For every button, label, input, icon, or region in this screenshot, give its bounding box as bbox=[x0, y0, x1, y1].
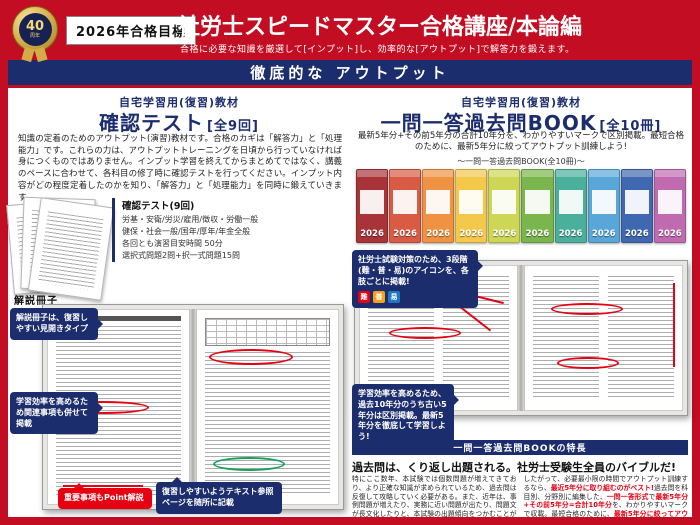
highlight-ellipse-green bbox=[213, 457, 285, 471]
features-highlight: 最新5年分に絞ってアウトプット訓練しよう! bbox=[613, 510, 688, 517]
right-intro-text: 最新5年分+その前5年分の合計10年分を、わかりやすいマークで区別掲載。最短合格… bbox=[357, 131, 685, 153]
right-category: 自宅学習用(復習)教材 bbox=[460, 96, 582, 109]
features-highlight: 一問一答形式 bbox=[606, 492, 649, 501]
book-cover: 2026 bbox=[554, 169, 587, 243]
ribbon-left bbox=[21, 46, 35, 63]
features-highlight: 最近5年分に取り組むのがベスト! bbox=[550, 483, 654, 492]
features-body: 特にここ数年、本試験では個数問題が増えてきており、より正確な知識が求められている… bbox=[352, 475, 688, 517]
book-year: 2026 bbox=[558, 229, 583, 239]
features-text: したがって、必要最小限の時間でアウトプット訓練するなら、 bbox=[523, 475, 689, 492]
medal-icon: 40 周年 bbox=[12, 6, 58, 52]
callout-spread-type: 解説冊子は、復習しやすい見開きタイプ bbox=[10, 308, 103, 340]
highlight-underline bbox=[63, 485, 143, 487]
book-cover: 2026 bbox=[389, 169, 422, 243]
content-area: 自宅学習用(復習)教材 確認テスト[全9回] 知識の定着のためのアウトプット(演… bbox=[6, 88, 692, 517]
difficulty-chip-row: 難 普 易 bbox=[358, 291, 472, 304]
callout-text-reference: 復習しやすいようテキスト参照ページを随所に記載 bbox=[156, 477, 282, 514]
callout-related-items: 学習効率を高めるため関連事項も併せて掲載 bbox=[10, 392, 103, 435]
book-year: 2026 bbox=[426, 229, 451, 239]
text-lines bbox=[608, 276, 674, 400]
book-spine bbox=[517, 265, 525, 411]
section-banner: 徹底的な アウトプット bbox=[8, 60, 692, 85]
features-paragraph-left: 特にここ数年、本試験では個数問題が増えてきており、より正確な知識が求められている… bbox=[352, 475, 517, 517]
book-cover: 2026 bbox=[488, 169, 521, 243]
right-section-title: 一問一答過去問BOOK[全10冊] bbox=[350, 107, 692, 136]
left-category: 自宅学習用(復習)教材 bbox=[118, 96, 240, 109]
highlight-ellipse bbox=[557, 357, 619, 369]
left-title-text: 確認テスト bbox=[99, 111, 205, 135]
paper-image bbox=[27, 197, 115, 301]
right-title-text: 一問一答過去問BOOK bbox=[380, 111, 597, 135]
features-highlight: 最新5年分+その前5年分=合計10年分 bbox=[523, 492, 689, 510]
text-lines bbox=[205, 352, 330, 496]
book-cover: 2026 bbox=[620, 169, 653, 243]
left-section-title: 確認テスト[全9回] bbox=[8, 107, 350, 136]
book-year: 2026 bbox=[591, 229, 616, 239]
difficulty-chip-easy: 易 bbox=[388, 291, 400, 304]
books-row: 2026 2026 2026 2026 2026 2026 2026 2026 … bbox=[356, 167, 686, 243]
book-year: 2026 bbox=[624, 229, 649, 239]
features-paragraph-right: したがって、必要最小限の時間でアウトプット訓練するなら、最近5年分に取り組むのが… bbox=[524, 475, 689, 517]
books-caption: 〜一問一答過去問BOOK(全10冊)〜 bbox=[457, 157, 585, 166]
book-year: 2026 bbox=[658, 229, 682, 239]
booklet-label: 解説冊子 bbox=[14, 296, 58, 307]
spec-line: 健保・社会一般/国年/厚年/年金全般 bbox=[122, 227, 251, 236]
spread-right-page bbox=[196, 309, 339, 505]
answer-table bbox=[205, 318, 330, 346]
book-year: 2026 bbox=[492, 229, 517, 239]
book-cover: 2026 bbox=[521, 169, 554, 243]
callout-recent-years: 学習効率を高めるため、過去10年分のうち古い5年分は区別掲載。最新5年分を徹底し… bbox=[352, 384, 459, 448]
badge-number: 40 bbox=[25, 18, 45, 34]
left-intro-text: 知識の定着のためのアウトプット(演習)教材です。合格のカギは「解答力」と「処理能… bbox=[18, 134, 342, 203]
page-subtitle: 合格に必要な知識を厳選して[インプット]し、効率的な[アウトプット]で解答力を鍛… bbox=[180, 45, 575, 55]
spec-line: 選択式問題2問+択一式問題15問 bbox=[122, 251, 240, 260]
anniversary-badge: 40 周年 bbox=[10, 6, 62, 63]
callout-difficulty-icons: 社労士試験対策のため、3段階(難・普・易)のアイコンを、各肢ごとに掲載! 難 普… bbox=[352, 250, 483, 309]
book-cover: 2026 bbox=[455, 169, 488, 243]
highlight-ellipse bbox=[389, 327, 461, 339]
book-cover: 2026 bbox=[422, 169, 455, 243]
book-cover: 2026 bbox=[587, 169, 620, 243]
book-year: 2026 bbox=[525, 229, 550, 239]
spec-line: 各回とも演習目安時間 50分 bbox=[122, 239, 223, 248]
features-headline: 過去問は、くり返し出題される。社労士受験生全員のバイブルだ! bbox=[352, 461, 677, 474]
left-section-kakunin-test: 自宅学習用(復習)教材 確認テスト[全9回] 知識の定着のためのアウトプット(演… bbox=[6, 88, 350, 517]
left-title-count: [全9回] bbox=[207, 119, 259, 134]
difficulty-chip-normal: 普 bbox=[373, 291, 385, 304]
spec-title: 確認テスト(9回) bbox=[122, 201, 195, 212]
spec-line: 労基・安衛/労災/雇用/徴収・労働一般 bbox=[122, 215, 259, 224]
spread-right-page bbox=[524, 265, 683, 411]
callout-point-explanation: 重要事項もPoint解説 bbox=[58, 483, 152, 509]
book-spine bbox=[189, 309, 197, 505]
book-year: 2026 bbox=[360, 229, 384, 239]
highlight-ellipse bbox=[551, 303, 623, 315]
book-year: 2026 bbox=[459, 229, 484, 239]
text-lines bbox=[37, 211, 104, 291]
features-text: で bbox=[648, 492, 656, 501]
medal-center: 40 周年 bbox=[18, 12, 52, 46]
highlight-ellipse bbox=[209, 349, 293, 365]
right-section-kakomon-book: 自宅学習用(復習)教材 一問一答過去問BOOK[全10冊] 最新5年分+その前5… bbox=[350, 88, 692, 517]
highlight-bracket bbox=[673, 283, 675, 367]
features-text: 過去問を科目別、分野別に編集した、 bbox=[523, 483, 689, 501]
book-year: 2026 bbox=[393, 229, 417, 239]
test-papers-image bbox=[6, 196, 116, 301]
page-header-bar bbox=[56, 316, 181, 321]
badge-label: 周年 bbox=[29, 32, 40, 39]
right-title-count: [全10冊] bbox=[599, 119, 662, 134]
text-lines bbox=[533, 276, 599, 400]
features-text: を、わかりやすいマークで収載。最短合格のために、 bbox=[523, 501, 689, 517]
difficulty-chip-hard: 難 bbox=[358, 291, 370, 304]
page-title: 社労士スピードマスター合格講座/本論編 bbox=[178, 15, 583, 40]
spec-box: 確認テスト(9回) 労基・安衛/労災/雇用/徴収・労働一般 健保・社会一般/国年… bbox=[112, 198, 326, 262]
goal-label: 2026年合格目標 bbox=[66, 16, 197, 45]
book-cover: 2026 bbox=[356, 169, 389, 243]
book-cover: 2026 bbox=[653, 169, 686, 243]
callout-difficulty-text: 社労士試験対策のため、3段階(難・普・易)のアイコンを、各肢ごとに掲載! bbox=[358, 255, 469, 286]
